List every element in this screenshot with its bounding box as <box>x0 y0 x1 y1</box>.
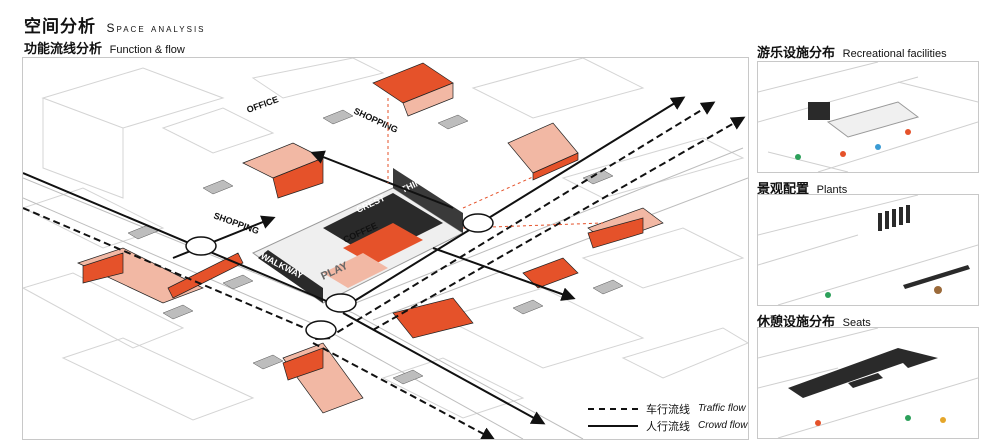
crowd-flow-lines <box>23 96 686 425</box>
main-panel-title: 功能流线分析 Function & flow <box>24 38 185 57</box>
plants-drawing <box>758 195 978 305</box>
side-title-plants-cn: 景观配置 <box>757 181 810 196</box>
side-title-recreational: 游乐设施分布 Recreational facilities <box>757 42 947 61</box>
plants-panel <box>757 194 979 306</box>
legend-traffic: 车行流线 Traffic flow <box>588 400 747 417</box>
main-panel-title-en: Function & flow <box>109 44 185 56</box>
flow-nodes <box>185 213 494 340</box>
side-title-plants-en: Plants <box>816 184 848 196</box>
solid-line-swatch <box>588 424 638 427</box>
small-objects <box>127 109 624 385</box>
red-guide-lines <box>387 98 604 229</box>
seats-panel <box>757 327 979 439</box>
dashed-line-swatch <box>588 407 638 410</box>
main-panel-title-cn: 功能流线分析 <box>24 41 103 56</box>
title-en: Space analysis <box>106 21 206 35</box>
label-office: OFFICE <box>245 94 279 115</box>
legend-traffic-en: Traffic flow <box>698 403 746 414</box>
seats-drawing <box>758 328 978 438</box>
recreational-panel <box>757 61 979 173</box>
side-title-seats: 休憩设施分布 Seats <box>757 311 871 330</box>
legend-crowd-en: Crowd flow <box>698 420 748 431</box>
central-plaza <box>252 168 465 304</box>
side-title-recreational-cn: 游乐设施分布 <box>757 45 836 60</box>
axonometric-drawing: WALKWAY THINKING CREST COFFEE PLAY OFFIC… <box>23 58 748 439</box>
side-title-recreational-en: Recreational facilities <box>842 48 947 60</box>
legend: 车行流线 Traffic flow 人行流线 Crowd flow <box>588 400 747 434</box>
side-title-plants: 景观配置 Plants <box>757 178 847 197</box>
page-title: 空间分析 Space analysis <box>24 12 206 37</box>
side-title-seats-cn: 休憩设施分布 <box>757 314 836 329</box>
legend-crowd-cn: 人行流线 <box>646 420 690 433</box>
label-shopping-top: SHOPPING <box>352 106 399 135</box>
traffic-flow-lines <box>23 101 746 439</box>
side-title-seats-en: Seats <box>842 317 871 329</box>
legend-traffic-cn: 车行流线 <box>646 403 690 416</box>
function-blocks <box>77 62 664 414</box>
legend-crowd: 人行流线 Crowd flow <box>588 417 747 434</box>
recreational-drawing <box>758 62 978 172</box>
main-diagram-panel: WALKWAY THINKING CREST COFFEE PLAY OFFIC… <box>22 57 749 440</box>
title-cn: 空间分析 <box>24 17 96 36</box>
